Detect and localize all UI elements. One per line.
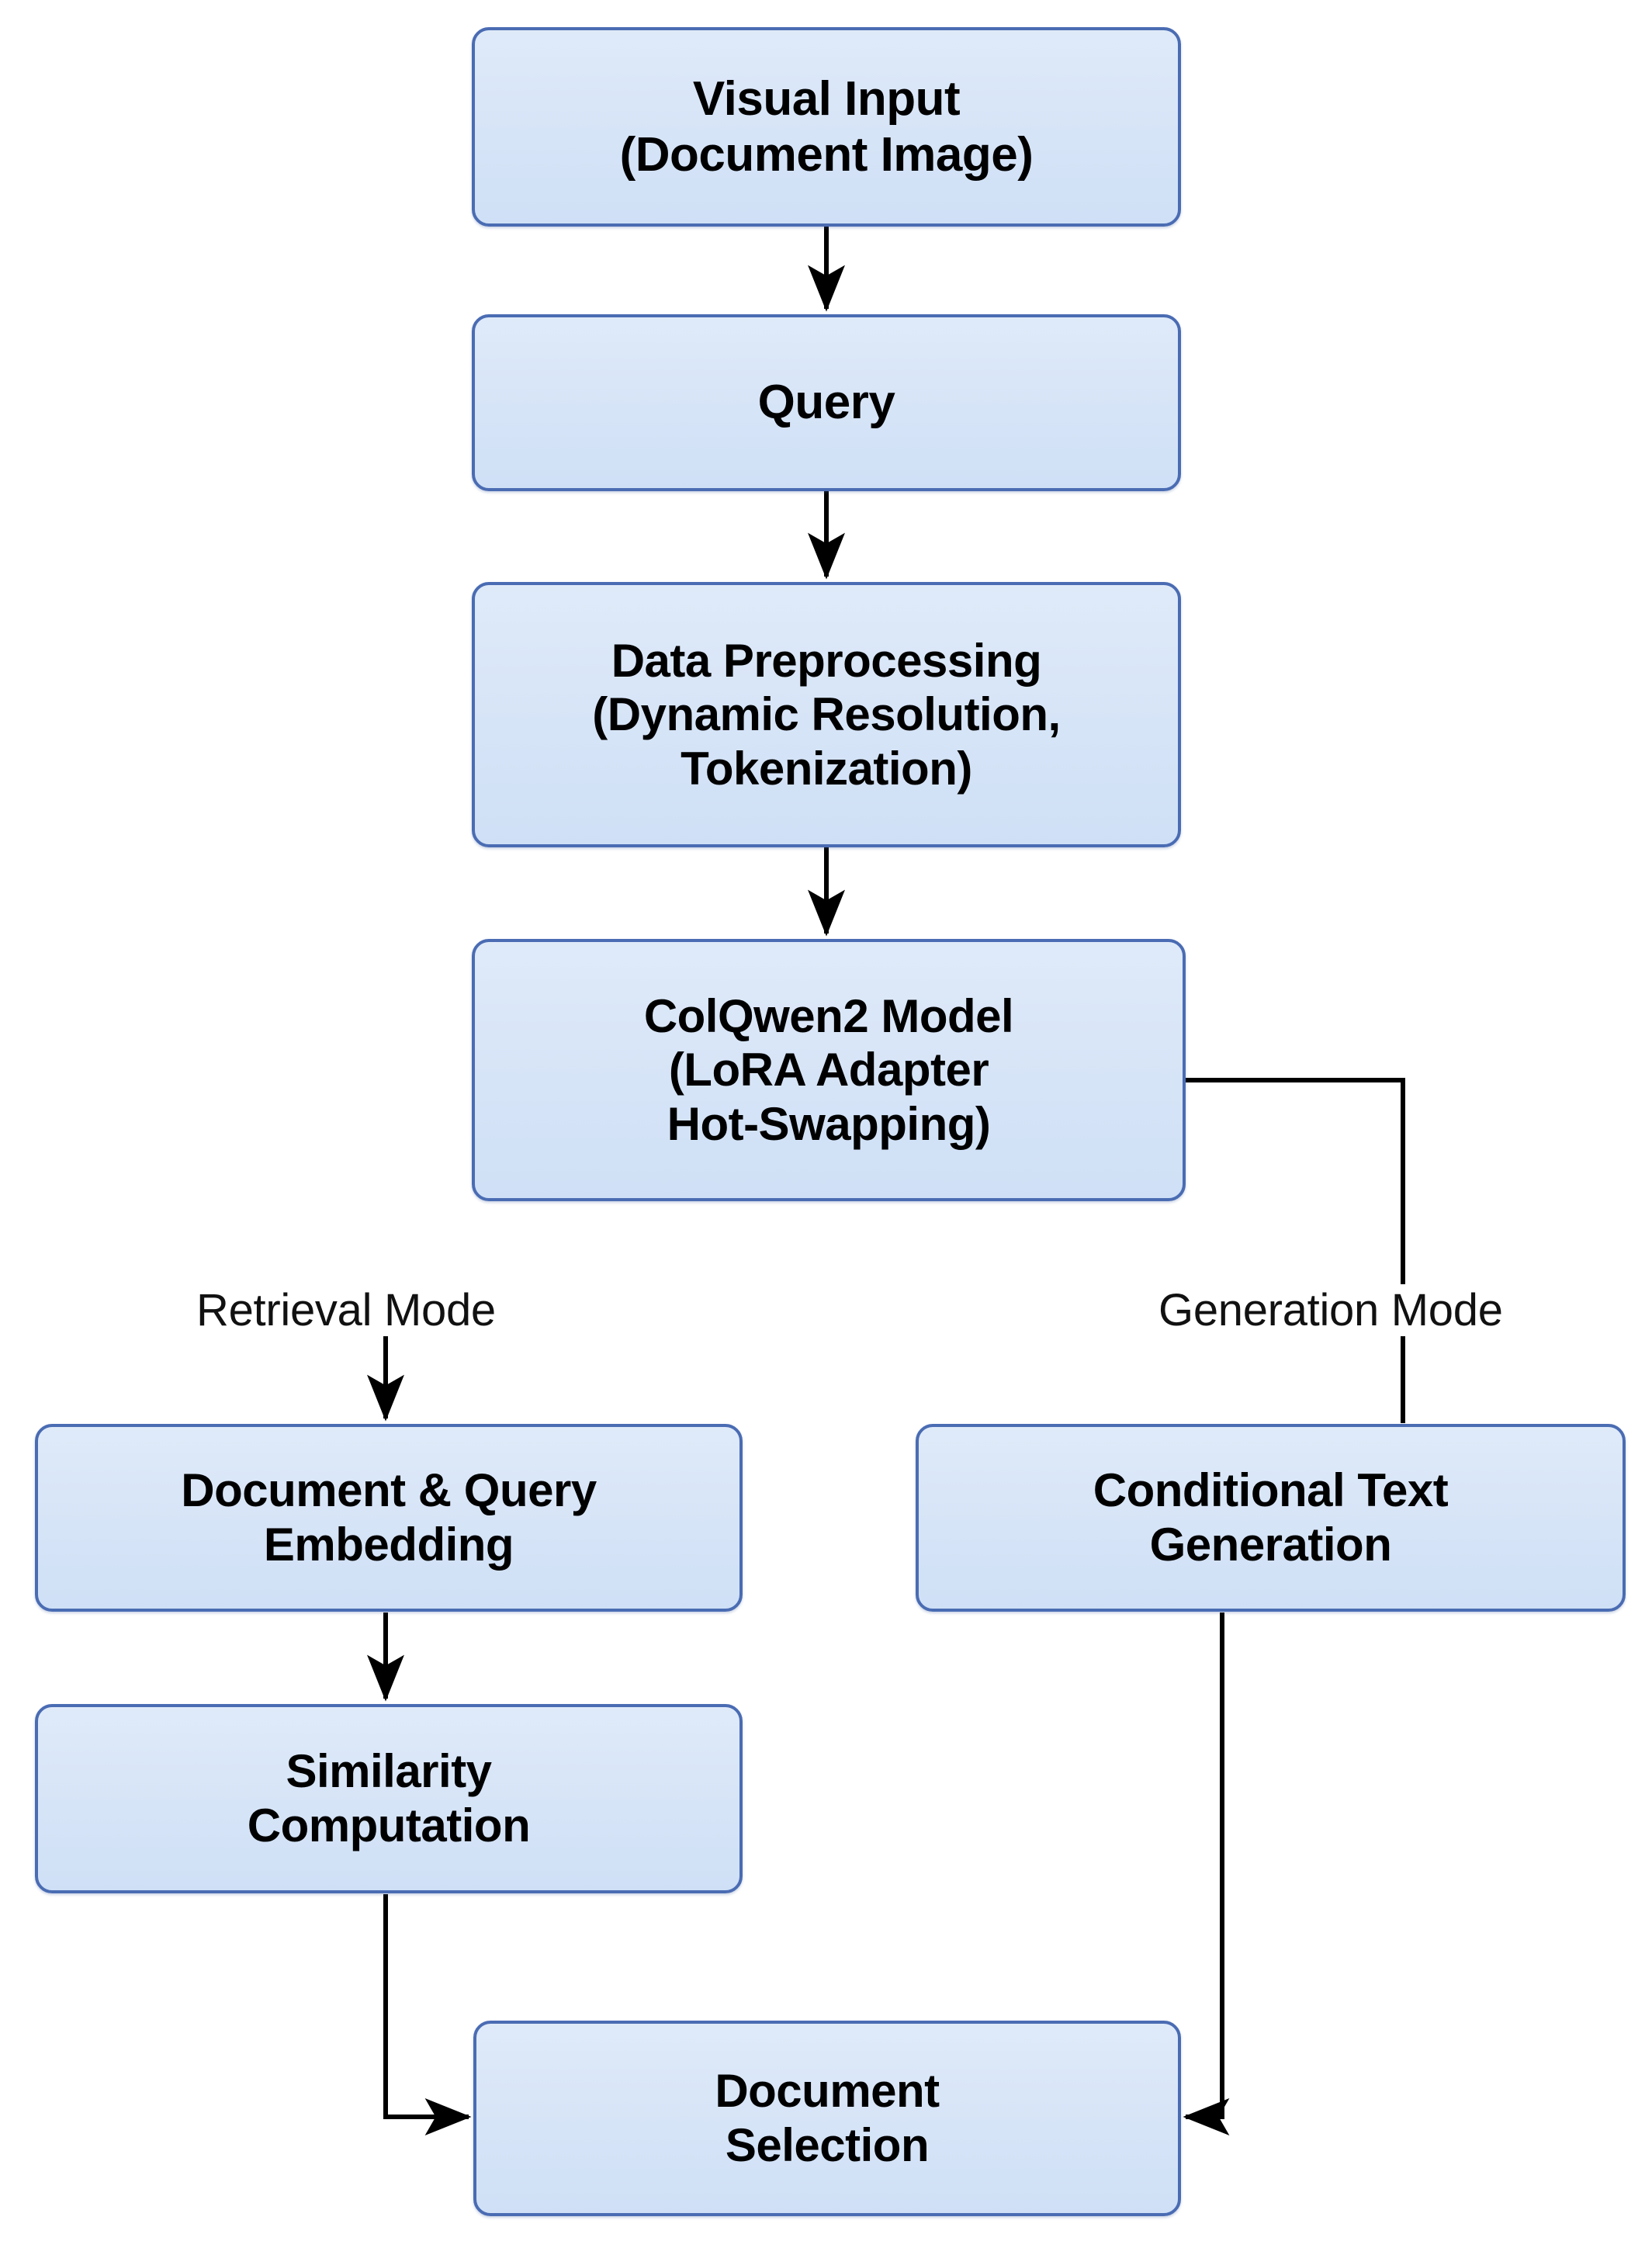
node-data-preprocessing-label: Data Preprocessing (Dynamic Resolution, … (592, 634, 1061, 795)
node-visual-input-label: Visual Input (Document Image) (619, 71, 1034, 182)
node-data-preprocessing[interactable]: Data Preprocessing (Dynamic Resolution, … (472, 582, 1181, 847)
node-colqwen2-model-label: ColQwen2 Model (LoRA Adapter Hot-Swappin… (643, 989, 1014, 1150)
node-query[interactable]: Query (472, 314, 1181, 491)
node-colqwen2-model[interactable]: ColQwen2 Model (LoRA Adapter Hot-Swappin… (472, 939, 1186, 1201)
connector-colqwen2-to-conditional-text-generation (1186, 1078, 1405, 1423)
edge-label-retrieval-mode-text: Retrieval Mode (196, 1285, 496, 1335)
edge-label-retrieval-mode: Retrieval Mode (189, 1284, 504, 1336)
edge-label-generation-mode: Generation Mode (1151, 1284, 1511, 1336)
node-similarity-computation[interactable]: Similarity Computation (35, 1704, 743, 1893)
connector-conditional-text-generation-to-document-selection (1183, 1612, 1230, 2135)
node-document-query-embedding[interactable]: Document & Query Embedding (35, 1424, 743, 1612)
node-document-selection-label: Document Selection (715, 2065, 940, 2171)
connector-similarity-computation-to-document-selection (383, 1894, 472, 2135)
node-visual-input[interactable]: Visual Input (Document Image) (472, 27, 1181, 227)
node-query-label: Query (757, 376, 895, 430)
node-document-selection[interactable]: Document Selection (473, 2021, 1181, 2216)
node-conditional-text-generation[interactable]: Conditional Text Generation (916, 1424, 1626, 1612)
node-document-query-embedding-label: Document & Query Embedding (181, 1464, 597, 1571)
node-conditional-text-generation-label: Conditional Text Generation (1093, 1464, 1449, 1571)
node-similarity-computation-label: Similarity Computation (247, 1745, 531, 1851)
edge-label-generation-mode-text: Generation Mode (1158, 1285, 1503, 1335)
